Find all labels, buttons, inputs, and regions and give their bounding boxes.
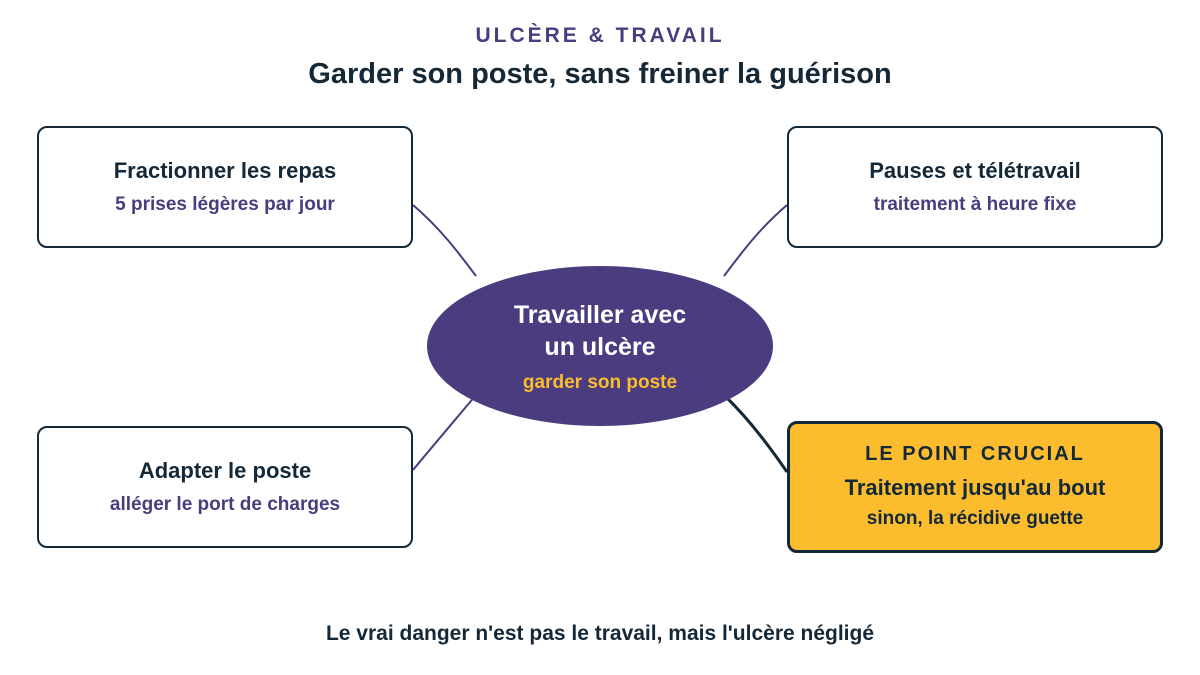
- node-title: Adapter le poste: [138, 458, 312, 484]
- node-subtitle: alléger le port de charges: [109, 493, 341, 515]
- node-subtitle: sinon, la récidive guette: [866, 508, 1084, 530]
- node-subtitle: traitement à heure fixe: [873, 193, 1077, 215]
- node-adapter-poste: Adapter le poste alléger le port de char…: [37, 426, 413, 548]
- node-subtitle: 5 prises légères par jour: [115, 193, 335, 215]
- node-tag: LE POINT CRUCIAL: [865, 442, 1085, 465]
- connector-bottom-right: [722, 393, 789, 473]
- node-title: Fractionner les repas: [113, 158, 337, 184]
- central-title-line-1: Travailler avec: [513, 300, 687, 329]
- node-fractionner-repas: Fractionner les repas 5 prises légères p…: [37, 126, 413, 248]
- node-point-crucial: LE POINT CRUCIAL Traitement jusqu'au bou…: [787, 421, 1163, 553]
- central-subtitle: garder son poste: [522, 371, 678, 393]
- central-node: Travailler avec un ulcère garder son pos…: [427, 266, 773, 426]
- node-pauses-teletravail: Pauses et télétravail traitement à heure…: [787, 126, 1163, 248]
- connector-top-right: [723, 204, 788, 277]
- connector-bottom-left: [412, 394, 477, 471]
- connector-top-left: [412, 204, 477, 277]
- page-title: Garder son poste, sans freiner la guéris…: [308, 58, 892, 90]
- central-title-line-2: un ulcère: [544, 333, 656, 361]
- footer-note: Le vrai danger n'est pas le travail, mai…: [325, 622, 875, 645]
- kicker-label: ULCÈRE & TRAVAIL: [475, 24, 725, 47]
- node-title: Pauses et télétravail: [869, 158, 1081, 184]
- node-title: Traitement jusqu'au bout: [844, 474, 1106, 500]
